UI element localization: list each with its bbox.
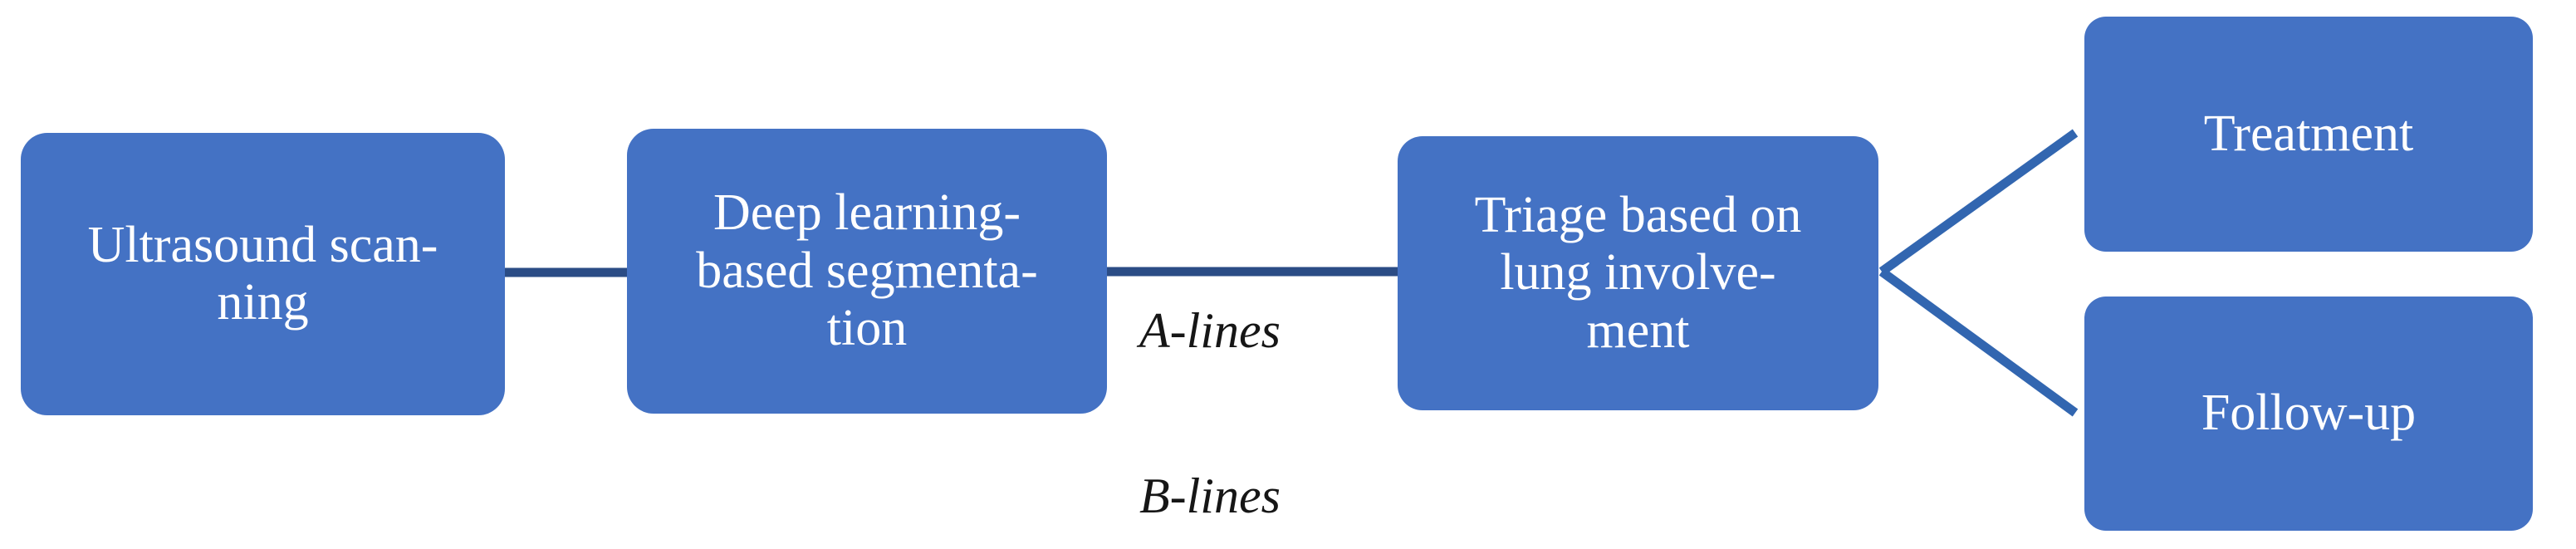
node-treatment[interactable]: Treatment: [2084, 17, 2533, 252]
edge-label-b-lines: B-lines: [1139, 468, 1281, 523]
node-ultrasound-scanning[interactable]: Ultrasound scan- ning: [21, 133, 505, 415]
node-follow-up-label: Follow-up: [2201, 385, 2417, 442]
node-deep-learning-based-segmentation-label: Deep learning- based segmenta- tion: [696, 184, 1038, 357]
node-triage-based-on-lung-involvement-label: Triage based on lung involve- ment: [1474, 186, 1802, 359]
node-treatment-label: Treatment: [2203, 105, 2414, 162]
edge-label-a-lines: A-lines: [1139, 303, 1281, 358]
node-ultrasound-scanning-label: Ultrasound scan- ning: [87, 216, 438, 331]
connector-triage-to-treatment: [1878, 129, 2079, 276]
connector-triage-to-followup: [1878, 267, 2079, 417]
node-deep-learning-based-segmentation[interactable]: Deep learning- based segmenta- tion: [627, 129, 1107, 414]
node-follow-up[interactable]: Follow-up: [2084, 297, 2533, 531]
node-triage-based-on-lung-involvement[interactable]: Triage based on lung involve- ment: [1398, 136, 1878, 410]
